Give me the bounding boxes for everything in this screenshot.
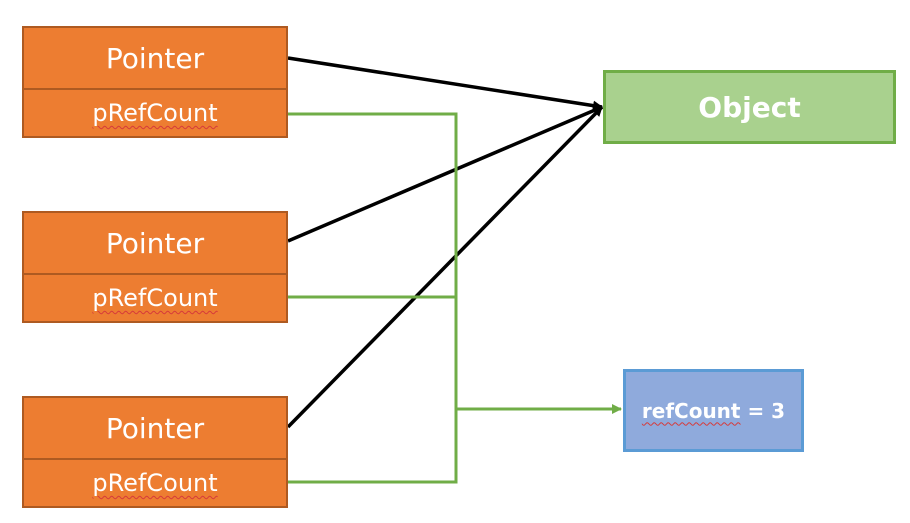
pointer-label: Pointer — [24, 28, 286, 90]
pointer-1-to-object-arrow — [287, 56, 603, 111]
pointer-2-to-object-arrow — [287, 105, 603, 243]
refcount-value: = 3 — [740, 398, 786, 423]
prefcount-field: pRefCount — [92, 284, 218, 312]
prefcount-field: pRefCount — [92, 99, 218, 127]
refcount-box: refCount = 3 — [623, 369, 804, 452]
pointer-3-to-object-arrow — [286, 105, 604, 429]
prefcount-field: pRefCount — [92, 469, 218, 497]
pointer-label: Pointer — [24, 398, 286, 460]
refcount-name: refCount — [641, 398, 741, 423]
pointer-box-2: Pointer pRefCount — [22, 211, 288, 323]
object-box: Object — [603, 70, 896, 144]
prefcount-1-connector — [288, 112, 458, 409]
pointer-box-3: Pointer pRefCount — [22, 396, 288, 508]
pointer-label: Pointer — [24, 213, 286, 275]
prefcount-3-connector — [288, 409, 458, 484]
pointer-box-1: Pointer pRefCount — [22, 26, 288, 138]
